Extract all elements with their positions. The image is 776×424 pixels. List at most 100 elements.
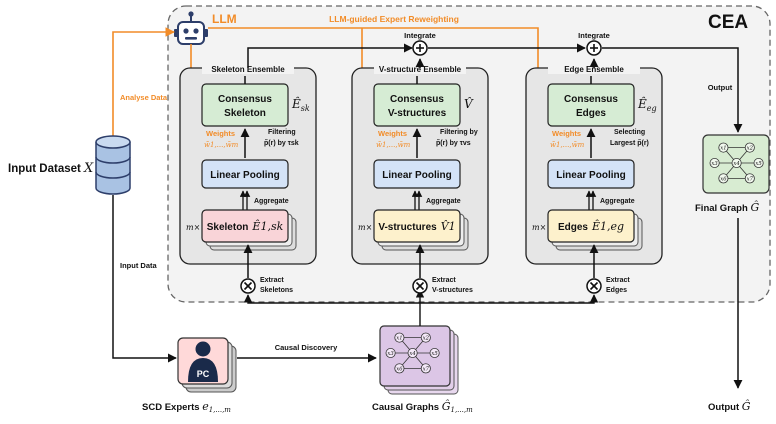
consensus-variable: V̂ [464,96,474,111]
final-graph-label: Final Graph Ĝ [695,200,759,214]
ensemble-panel-1: V-structure EnsembleConsensusV-structure… [351,62,489,294]
analyse-data-label: Analyse Data [120,93,168,102]
graph-node-label: x6 [396,366,403,372]
graph-node [385,347,396,359]
causal-discovery-label: Causal Discovery [275,343,338,352]
graph-node-label: x2 [423,336,430,342]
analyse-data-arrow [112,27,175,138]
consensus-subtitle: V-structures [388,108,447,119]
expert-output-box [373,209,461,243]
weights-label: Weights [552,129,581,138]
extract-label: Extract [260,277,284,284]
graph-node [394,332,405,343]
pc-expert-node: PC [177,337,237,393]
extract-circle [412,278,428,294]
extract-label: Extract [606,277,630,284]
aggregate-label: Aggregate [426,198,461,205]
linear-pooling-label: Linear Pooling [210,170,279,181]
cea-title: CEA [708,12,748,33]
linear-pooling-box [373,159,461,189]
scd-experts-label: SCD Experts e1,...,m [142,400,231,414]
graph-node [744,173,755,184]
integrate-label-1: Integrate [404,31,436,40]
integrate-circle-2 [586,40,602,56]
graph-node-label: x5 [431,351,438,357]
graph-node [718,142,729,153]
llm-label: LLM [212,12,237,26]
output-arrow-label: Output [708,83,733,92]
linear-pooling-label: Linear Pooling [382,170,451,181]
expert-output-box [201,209,289,243]
multiplicity-label: m× [358,223,372,232]
weights-symbols: w̃1,...,w̃m [376,140,411,149]
consensus-title: Consensus [564,94,618,105]
integrate-flow [247,43,743,133]
consensus-title: Consensus [218,94,272,105]
extract-label: Extract [432,277,456,284]
graph-node [731,157,742,169]
ensemble-title: Edge Ensemble [564,65,624,74]
multiplicity-label: m× [532,223,546,232]
graph-node [394,363,405,374]
output-label: Output Ĝ [708,399,751,413]
linear-pooling-label: Linear Pooling [556,170,625,181]
weights-label: Weights [206,129,235,138]
filter-detail: Largest p̃(r) [610,140,649,147]
graph-node [420,363,431,374]
filter-label: Filtering [268,129,296,136]
graph-node [407,347,418,359]
graph-node-label: x1 [396,336,402,342]
weights-symbols: w̃1,...,w̃m [204,140,239,149]
graph-node-label: x4 [733,161,739,167]
graph-node [709,157,720,169]
integrate-circle-1 [412,40,428,56]
consensus-box [373,83,461,127]
extract-detail: Edges [606,287,627,294]
filter-detail: p̃(r) by τvs [436,140,471,147]
input-data-arrow [112,195,177,363]
extract-detail: V-structures [432,287,473,294]
graph-node-label: x3 [711,161,718,167]
pc-label: PC [197,369,210,379]
aggregate-label: Aggregate [600,198,635,205]
consensus-subtitle: Edges [576,108,606,119]
linear-pooling-box [201,159,289,189]
causal-graphs-stack: x1 x2 x3 x4 x5 x6 x7 [379,325,459,395]
causal-graphs-label: Causal Graphs Ĝ1,...,m [372,399,473,414]
graph-node-label: x3 [387,351,394,357]
expert-output-box [547,209,635,243]
consensus-title: Consensus [390,94,444,105]
filter-label: Selecting [614,129,645,136]
linear-pooling-box [547,159,635,189]
graph-node-label: x7 [423,366,430,372]
extract-detail: Skeletons [260,287,293,294]
extract-circle [586,278,602,294]
graph-node [429,347,440,359]
consensus-variable: Êsk [291,96,310,113]
graph-node-label: x1 [720,146,726,152]
aggregate-label: Aggregate [254,198,289,205]
graph-node [744,142,755,153]
graph-node-label: x4 [409,351,415,357]
graph-node-label: x7 [747,176,754,182]
consensus-box [201,83,289,127]
input-dataset-label: Input Dataset X [8,161,94,176]
graph-node [420,332,431,343]
extract-circle [240,278,256,294]
graph-node-label: x2 [747,146,754,152]
llm-reweight-label: LLM-guided Expert Reweighting [329,14,459,24]
ensemble-panel-2: Edge EnsembleConsensusEdgesÊegWeightsw̃1… [525,62,663,294]
ensemble-title: Skeleton Ensemble [211,65,285,74]
consensus-subtitle: Skeleton [224,108,266,119]
input-data-label: Input Data [120,261,157,270]
multiplicity-label: m× [186,223,200,232]
graph-node [718,173,729,184]
weights-symbols: w̃1,...,w̃m [550,140,585,149]
graph-node-label: x6 [720,176,727,182]
filter-detail: p̃(r) by τsk [264,140,299,147]
